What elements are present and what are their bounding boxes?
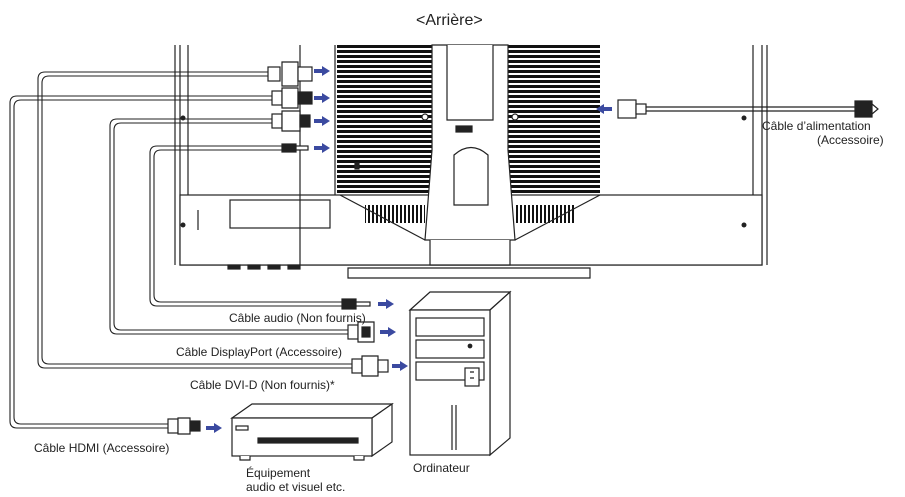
power-cable-label-line1: Câble d’alimentation [762, 119, 871, 133]
vent-grilles [337, 45, 600, 223]
av-equipment [230, 402, 394, 461]
diagram-title: <Arrière> [416, 12, 483, 29]
av-equipment-label-line1: Équipement [246, 466, 311, 480]
power-cable [617, 99, 879, 119]
displayport-cable-label: Câble DisplayPort (Accessoire) [176, 345, 343, 359]
signal-cables [9, 71, 352, 429]
av-equipment-label-line2: audio et visuel etc. [246, 480, 346, 494]
monitor-stand [339, 44, 601, 279]
audio-cable-label: Câble audio (Non fournis) [229, 311, 366, 325]
computer-label: Ordinateur [413, 461, 470, 475]
device-side-connectors [167, 298, 389, 435]
hdmi-cable-label: Câble HDMI (Accessoire) [34, 441, 170, 455]
monitor-side-connectors [267, 61, 313, 153]
computer-tower [408, 290, 512, 457]
power-cable-label-line2: (Accessoire) [817, 133, 884, 147]
arrows [206, 66, 612, 433]
dvi-cable-label: Câble DVI-D (Non fournis)* [190, 378, 335, 392]
